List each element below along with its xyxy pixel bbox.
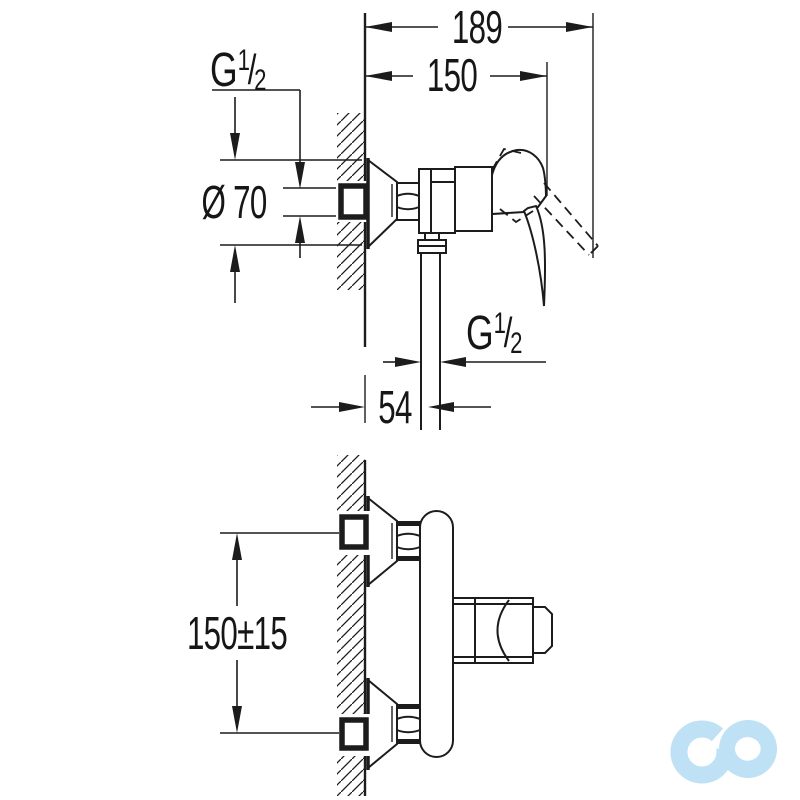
outlet-thread-label: G1/2 <box>466 309 523 359</box>
dimension-dia70-lines <box>220 97 362 303</box>
mixer-body-side <box>418 166 493 234</box>
inlet-thread-label: G1/2 <box>210 46 267 96</box>
escutcheon-side <box>366 157 398 250</box>
thread-slash: / <box>503 309 513 356</box>
thread-slash: / <box>247 46 257 93</box>
upper-escutcheon-front <box>366 495 398 588</box>
upper-hex-nut-front <box>396 521 421 561</box>
lever-handle-front <box>452 597 553 664</box>
inlet-union-fitting <box>336 181 370 222</box>
thread-prefix: G <box>210 44 238 97</box>
infinity-shop-logo-icon <box>670 711 777 784</box>
lower-union-fitting <box>336 714 370 756</box>
dimension-label-150: 150 <box>426 49 478 101</box>
upper-union-fitting <box>336 511 370 555</box>
inlet-thread-leader <box>212 89 305 189</box>
front-view-drawing <box>220 455 553 796</box>
dimension-54-lines <box>311 375 491 423</box>
dimension-label-54: 54 <box>378 381 412 433</box>
dimension-150-lines <box>365 62 548 196</box>
dimension-189-lines <box>365 13 594 258</box>
shower-outlet-pipe <box>417 233 447 430</box>
lower-escutcheon-front <box>366 677 398 771</box>
dimension-label-150-15: 150±15 <box>186 607 288 659</box>
lower-hex-nut-front <box>396 704 421 744</box>
thread-denominator: 2 <box>510 327 523 360</box>
thread-numerator: 1 <box>493 307 506 340</box>
dimension-150-15-lines <box>220 532 339 734</box>
side-view-drawing <box>212 13 599 430</box>
thread-numerator: 1 <box>237 44 250 77</box>
hex-nut-side <box>396 182 420 221</box>
thread-prefix: G <box>466 307 494 360</box>
lever-handle-side <box>491 148 548 307</box>
outlet-thread-dimension <box>383 357 546 367</box>
lever-swing-dashed <box>491 147 599 256</box>
thread-denominator: 2 <box>254 64 267 97</box>
dimension-label-189: 189 <box>451 1 503 53</box>
dimension-label-dia70: Ø 70 <box>201 176 267 228</box>
mixer-body-front <box>419 510 454 758</box>
